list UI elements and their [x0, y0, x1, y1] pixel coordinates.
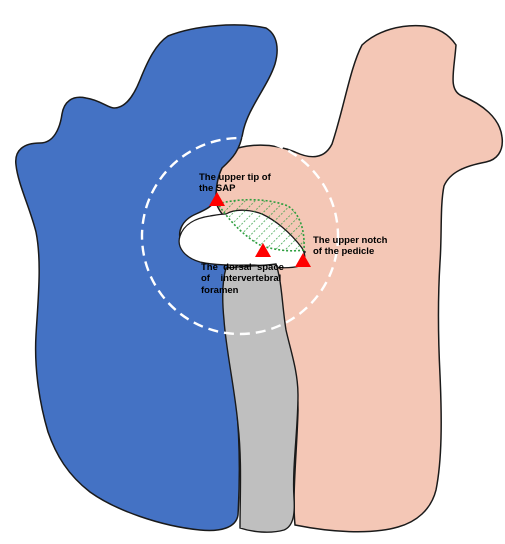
- intervertebral-disc: [221, 263, 299, 533]
- dorsal-space-label-line-1: The dorsal space: [201, 262, 284, 273]
- dorsal-space-label-line-2: of intervertebral: [201, 273, 281, 284]
- dorsal-space-label-line-3: foramen: [201, 285, 239, 296]
- sap-tip-label: The upper tip of the SAP: [199, 172, 273, 194]
- pedicle-notch-label: The upper notch of the pedicle: [313, 235, 390, 257]
- hatched-region: [216, 198, 305, 252]
- pedicle-notch-label-line-2: of the pedicle: [313, 246, 374, 257]
- sap-tip-label-line-1: The upper tip of: [199, 172, 272, 183]
- pedicle-notch-marker-icon: [295, 253, 311, 267]
- upper-vertebra: [15, 24, 278, 532]
- sap-tip-marker-icon: [209, 192, 225, 206]
- region-circle: [140, 136, 340, 336]
- dorsal-space-marker-icon: [255, 243, 271, 257]
- dorsal-space-label: The dorsal space of intervertebral foram…: [0, 0, 297, 296]
- pedicle-notch-label-line-1: The upper notch: [313, 235, 388, 246]
- sap-tip-label-line-2: the SAP: [199, 183, 236, 194]
- lower-vertebra: [213, 24, 504, 533]
